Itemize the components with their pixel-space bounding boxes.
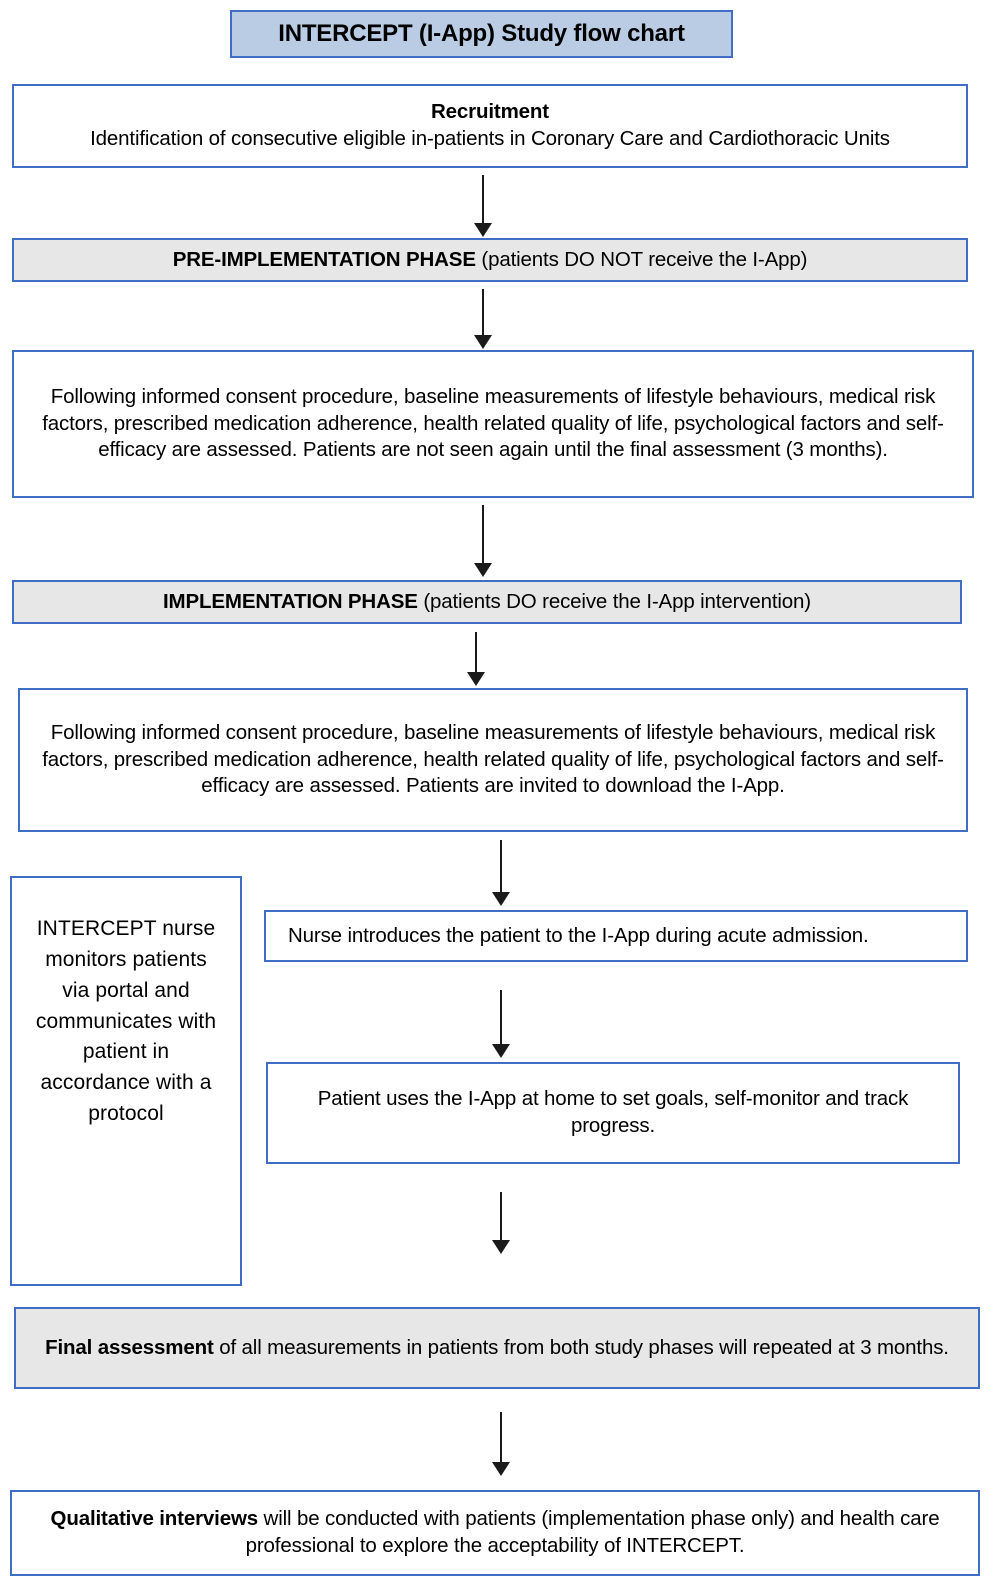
arrow-pre-baseline-to-impl-phase [474,505,492,577]
arrow-shaft [500,990,502,1045]
node-intercept-nurse-monitoring: INTERCEPT nurse monitors patients via po… [10,876,242,1286]
arrow-pre-phase-to-pre-baseline [474,289,492,349]
node-impl-baseline-body: Following informed consent procedure, ba… [42,721,944,798]
node-qualitative-interviews: Qualitative interviews will be conducted… [10,1490,980,1576]
pre-phase-bold-lead: PRE-IMPLEMENTATION PHASE [172,247,476,271]
qualitative-bold-lead: Qualitative interviews [50,1507,259,1531]
node-final-assessment: Final assessment of all measurements in … [14,1307,980,1389]
arrow-head-icon [492,1240,510,1254]
arrow-shaft [482,505,484,564]
node-pre-baseline-body: Following informed consent procedure, ba… [42,385,944,462]
arrow-shaft [500,840,502,893]
node-nurse-introduces-body: Nurse introduces the patient to the I-Ap… [288,923,869,947]
arrow-impl-baseline-to-nurse-introduces [492,840,510,906]
arrow-nurse-introduces-to-patient-uses [492,990,510,1058]
pre-phase-rest: (patients DO NOT receive the I-App) [475,247,808,271]
arrow-head-icon [492,1044,510,1058]
node-implementation-baseline-measurements: Following informed consent procedure, ba… [18,688,968,832]
qualitative-rest: will be conducted with patients (impleme… [245,1507,940,1557]
arrow-patient-uses-to-final-assessment [492,1192,510,1254]
flowchart-title-box: INTERCEPT (I-App) Study flow chart [230,10,733,58]
arrow-shaft [482,289,484,336]
arrow-shaft [475,632,477,673]
node-pre-baseline-measurements: Following informed consent procedure, ba… [12,350,974,498]
arrow-head-icon [474,335,492,349]
impl-phase-rest: (patients DO receive the I-App intervent… [417,589,811,613]
arrow-head-icon [467,672,485,686]
node-recruitment-body: Identification of consecutive eligible i… [90,127,890,150]
arrow-head-icon [492,1462,510,1476]
impl-phase-bold-lead: IMPLEMENTATION PHASE [163,589,418,613]
arrow-final-assessment-to-qualitative [492,1412,510,1476]
node-patient-uses-app: Patient uses the I-App at home to set go… [266,1062,960,1164]
arrow-head-icon [474,563,492,577]
node-nurse-introduces-app: Nurse introduces the patient to the I-Ap… [264,910,968,962]
flowchart-title: INTERCEPT (I-App) Study flow chart [278,20,685,48]
node-recruitment-heading: Recruitment [431,100,549,124]
arrow-impl-phase-to-impl-baseline [467,632,485,686]
node-implementation-phase-text: IMPLEMENTATION PHASE (patients DO receiv… [14,589,960,616]
node-implementation-phase: IMPLEMENTATION PHASE (patients DO receiv… [12,580,962,624]
arrow-shaft [500,1412,502,1463]
node-pre-implementation-phase-text: PRE-IMPLEMENTATION PHASE (patients DO NO… [14,247,966,274]
arrow-shaft [500,1192,502,1241]
final-assessment-bold-lead: Final assessment [45,1335,214,1359]
node-qualitative-interviews-text: Qualitative interviews will be conducted… [12,1506,978,1559]
node-final-assessment-text: Final assessment of all measurements in … [16,1335,978,1362]
arrow-shaft [482,175,484,224]
node-recruitment: Recruitment Identification of consecutiv… [12,84,968,168]
node-patient-uses-app-body: Patient uses the I-App at home to set go… [317,1087,909,1137]
node-nurse-note-body: INTERCEPT nurse monitors patients via po… [35,917,217,1126]
node-recruitment-text: Recruitment Identification of consecutiv… [14,99,966,152]
arrow-head-icon [474,223,492,237]
arrow-recruitment-to-pre-phase [474,175,492,237]
final-assessment-rest: of all measurements in patients from bot… [213,1335,949,1359]
node-pre-implementation-phase: PRE-IMPLEMENTATION PHASE (patients DO NO… [12,238,968,282]
arrow-head-icon [492,892,510,906]
